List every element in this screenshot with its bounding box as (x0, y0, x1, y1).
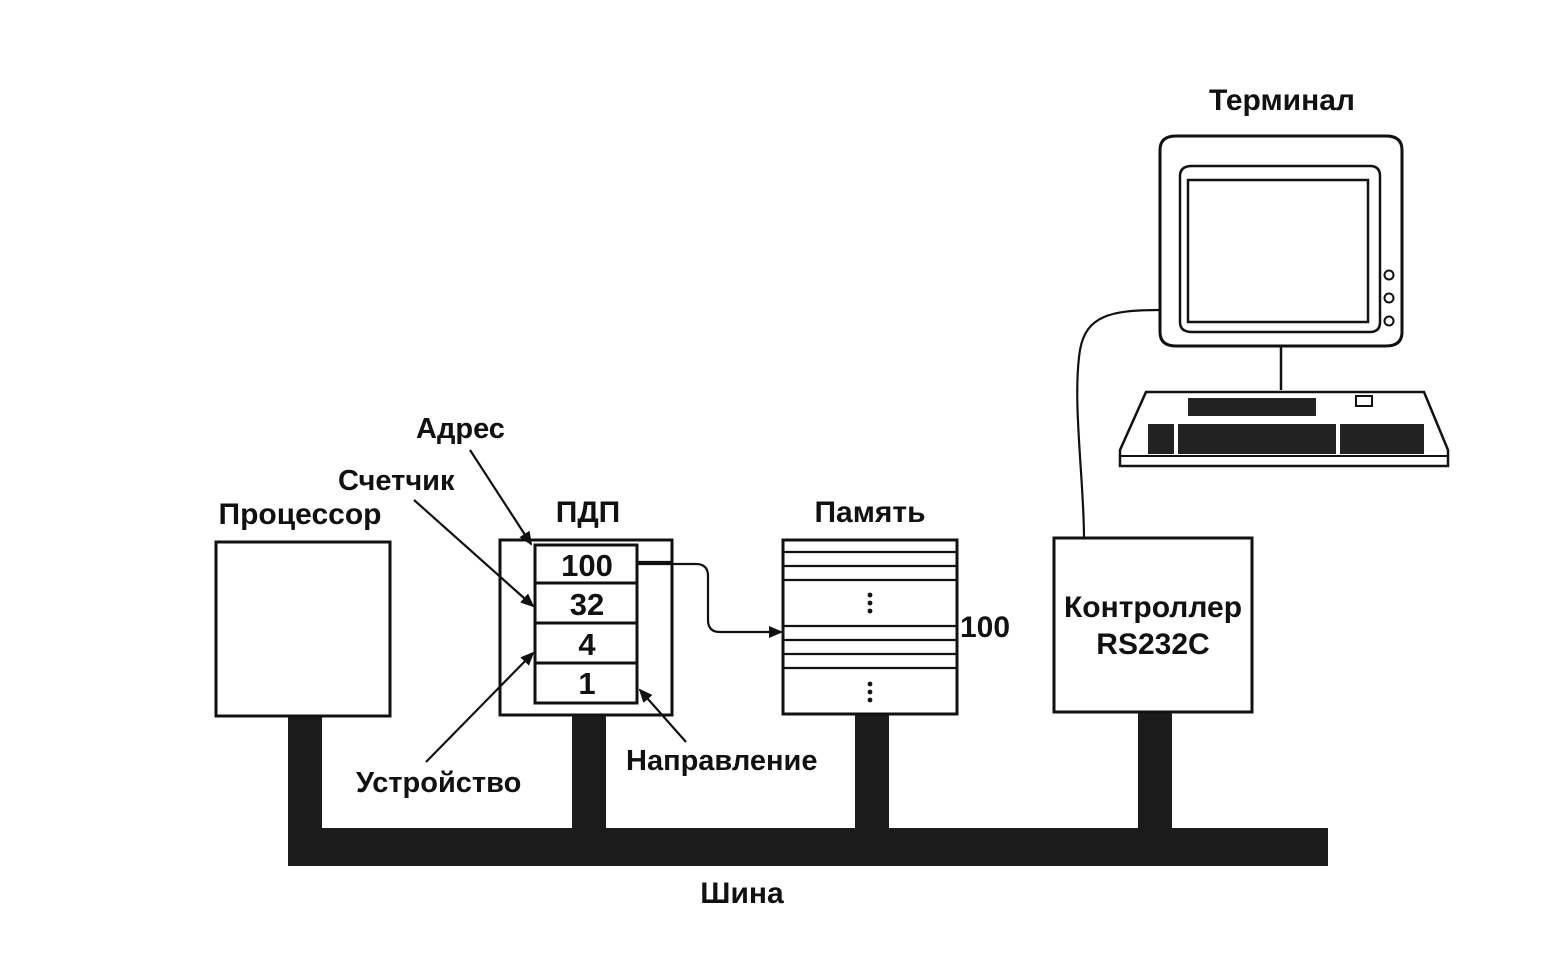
controller-box (1052, 536, 1254, 714)
dma-register-direction (533, 661, 639, 705)
counter-label: Счетчик (338, 465, 455, 497)
monitor-knob (1383, 269, 1395, 281)
counter-arrow (413, 499, 535, 608)
bus-stub-memory (855, 714, 889, 832)
dma-value-counter: 32 (570, 587, 604, 622)
keyboard-left-keys (1148, 424, 1174, 454)
bus-stub-processor (288, 714, 322, 866)
memory-label: Память (814, 496, 925, 529)
memory-address-label: 100 (960, 611, 1010, 644)
bus-stub-dma (572, 714, 606, 832)
keyboard-status-key (1355, 395, 1373, 407)
address-arrow (469, 449, 533, 546)
memory-block (781, 538, 959, 716)
monitor-knob (1383, 315, 1395, 327)
dma-value-address: 100 (561, 548, 613, 583)
system-bus (288, 712, 1328, 866)
keyboard-function-keys (1188, 398, 1316, 416)
bus-stub-controller (1138, 712, 1172, 832)
address-label: Адрес (416, 413, 505, 445)
dma-register-device (533, 621, 639, 665)
dma-to-memory-arrow (637, 562, 783, 638)
keyboard-right-keys (1340, 424, 1424, 454)
direction-label: Направление (626, 745, 818, 777)
dma-label: ПДП (556, 496, 621, 529)
controller-label-line2: RS232C (1096, 628, 1209, 661)
monitor-screen (1186, 178, 1370, 324)
terminal-cable (1076, 308, 1161, 539)
dma-controller: 100 32 4 1 (498, 538, 674, 717)
processor-label: Процессор (219, 498, 382, 531)
direction-arrow (638, 688, 687, 743)
dma-value-direction: 1 (578, 666, 595, 701)
monitor-knob (1383, 292, 1395, 304)
dma-value-device: 4 (578, 627, 596, 662)
device-arrow (425, 651, 535, 763)
memory-ellipsis-upper (867, 592, 873, 614)
bus-label: Шина (700, 877, 784, 910)
keyboard-main-keys (1178, 424, 1336, 454)
device-label: Устройство (356, 767, 521, 799)
bus-horizontal (288, 828, 1328, 866)
terminal-icon (1118, 134, 1450, 468)
terminal-label: Терминал (1209, 84, 1355, 117)
processor-box (214, 540, 392, 718)
memory-ellipsis-lower (867, 681, 873, 703)
controller-label-line1: Контроллер (1064, 591, 1242, 624)
monitor-bezel (1178, 164, 1382, 334)
